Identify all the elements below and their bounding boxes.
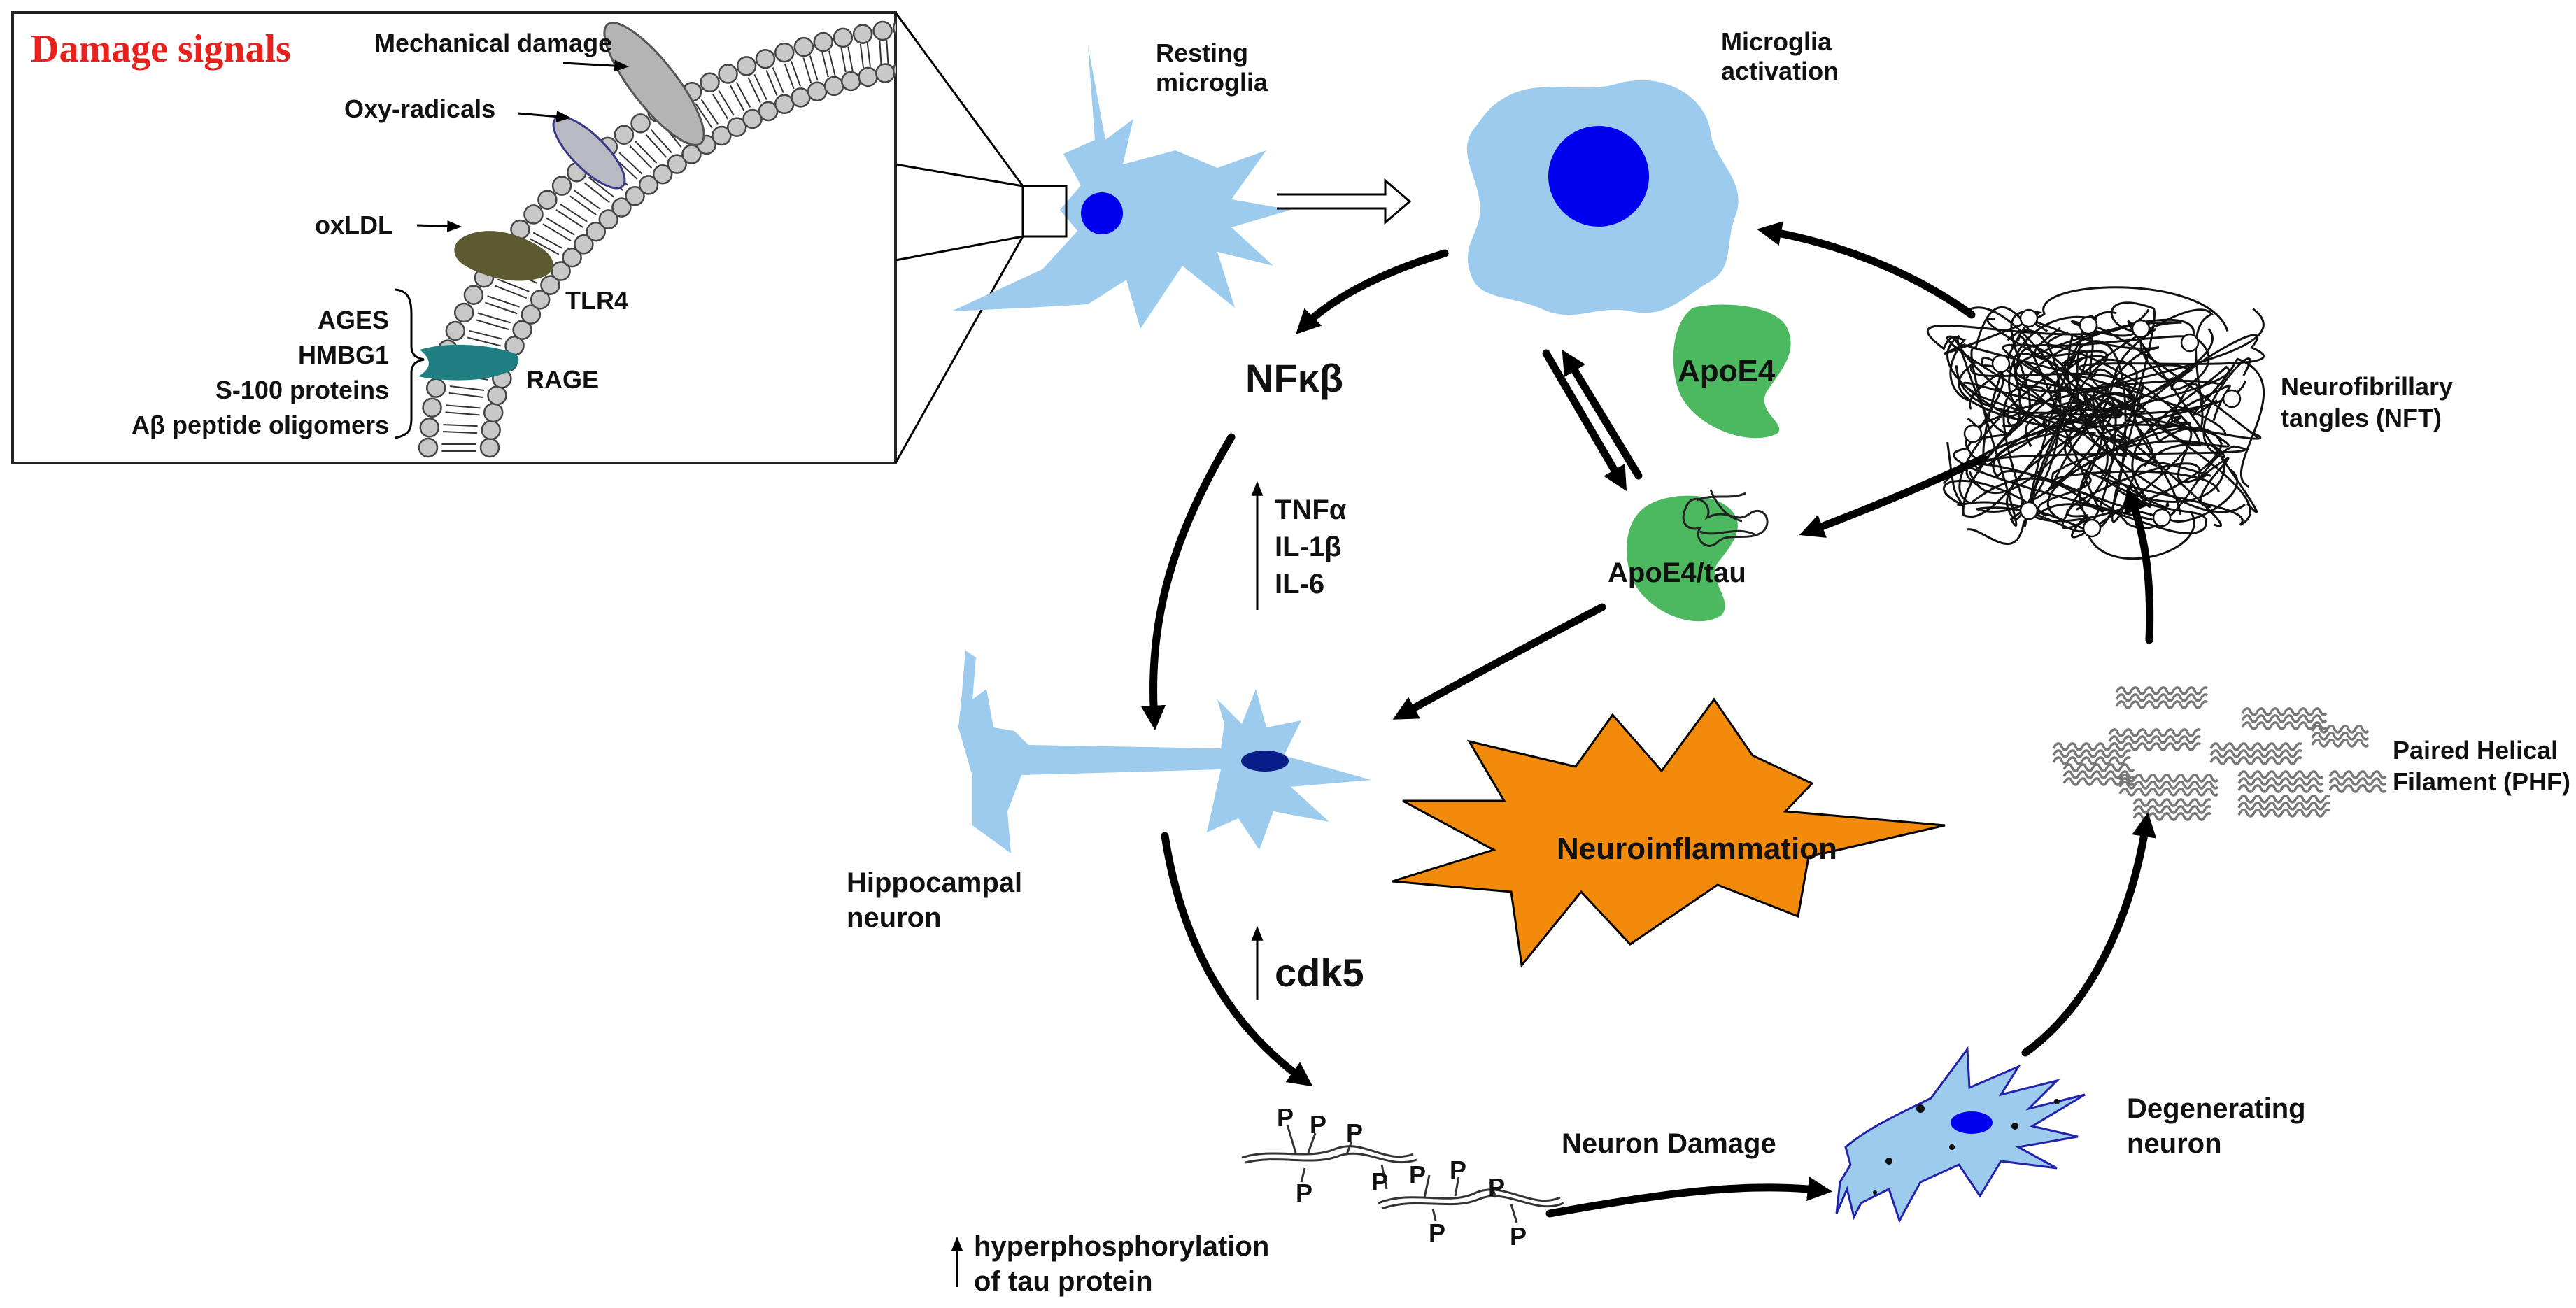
paired-helical-filament-icon [2052,686,2387,821]
tau-phospho-8: P [1488,1173,1505,1202]
label-rage: RAGE [526,365,599,394]
arrow-activation-to-complex [1542,349,1627,492]
arrow-activation-to-nfkb [1296,249,1449,334]
label-abeta: Aβ peptide oligomers [132,411,389,439]
neurofibrillary-tangle-icon [1927,286,2265,560]
damage-signals-inset: Damage signals Mechanical damage Oxy-rad… [11,11,897,464]
label-oxldl: oxLDL [315,211,393,239]
label-degenerating-1: Degenerating [2127,1093,2306,1124]
apoe4-icon [1673,304,1791,439]
label-neuroinflammation: Neuroinflammation [1557,832,1837,866]
degenerating-neuron-icon [1835,1046,2086,1223]
label-phf-1: Paired Helical [2393,736,2558,765]
label-nft-2: tangles (NFT) [2281,404,2442,432]
label-apoe4-tau: ApoE4/tau [1608,557,1746,588]
arrow-complex-to-neuron [1392,603,1606,720]
tau-phospho-9: P [1429,1218,1445,1247]
mechanical-damage-receptor-icon [603,22,705,146]
arrow-mechanical [562,59,630,72]
phosphorylated-tau-icon: P P P P P P P P P P [1241,1103,1564,1251]
label-il6: IL-6 [1275,569,1324,599]
label-hmbg1: HMBG1 [298,341,389,369]
hippocampal-neuron-icon [958,651,1371,853]
label-cdk5: cdk5 [1275,951,1364,995]
label-tlr4: TLR4 [565,286,628,315]
label-apoe4: ApoE4 [1678,354,1776,388]
ligand-brace [395,288,425,439]
tau-phospho-7: P [1450,1156,1466,1184]
activation-double-arrow [1277,178,1412,225]
arrow-nft-to-complex [1799,454,1988,538]
activated-microglia-icon [1466,80,1739,315]
label-hyper-1: hyperphosphorylation [974,1231,1269,1262]
tlr4-receptor-icon [454,231,553,281]
resting-microglia-icon [951,45,1291,329]
cycle-arrows [1141,221,2157,1218]
label-resting-1: Resting [1156,38,1248,67]
label-hippocampal-1: Hippocampal [847,867,1022,898]
label-hippocampal-2: neuron [847,902,942,933]
label-oxy-radicals: Oxy-radicals [344,94,495,123]
rage-receptor-icon [418,344,519,381]
arrow-degenerating-to-phf [2021,812,2157,1057]
tau-phospho-3: P [1346,1118,1363,1147]
label-hyper-2: of tau protein [974,1266,1153,1297]
tau-phospho-10: P [1510,1222,1527,1251]
arrow-tau-to-degenerating [1545,1177,1832,1218]
arrow-phf-to-nft [2124,487,2154,644]
label-mechanical-damage: Mechanical damage [374,29,612,57]
zoom-lines [894,12,1068,464]
label-ages: AGES [318,306,389,334]
label-tnfa: TNFα [1275,495,1347,525]
arrow-neuron-to-tau [1161,832,1313,1087]
arrow-nft-to-activation [1757,221,1976,319]
label-nft-1: Neurofibrillary [2281,372,2453,401]
label-activation-2: activation [1721,57,1839,85]
label-neuron-damage: Neuron Damage [1562,1128,1776,1159]
label-resting-2: microglia [1156,68,1268,97]
arrow-oxy [517,111,572,122]
label-nfkb: NFκβ [1245,356,1343,400]
tau-phospho-2: P [1310,1110,1326,1139]
apoe4-tau-complex-icon [1627,489,1769,622]
label-s100: S-100 proteins [215,376,389,404]
arrow-oxldl [416,220,462,232]
arrow-complex-to-activation [1562,349,1643,480]
label-il1b: IL-1β [1275,532,1342,562]
arrow-nfkb-to-neuron [1141,433,1236,731]
inset-title: Damage signals [31,27,291,71]
label-phf-2: Filament (PHF) [2393,767,2570,796]
oxy-radical-receptor-icon [552,115,626,190]
tau-phospho-6: P [1409,1160,1426,1189]
neuroinflammation-burst-icon [1392,697,1946,968]
tau-phospho-4: P [1296,1179,1312,1207]
label-degenerating-2: neuron [2127,1128,2222,1159]
tau-phospho-1: P [1277,1103,1294,1132]
label-activation-1: Microglia [1721,27,1832,56]
tau-phospho-5: P [1371,1167,1388,1196]
